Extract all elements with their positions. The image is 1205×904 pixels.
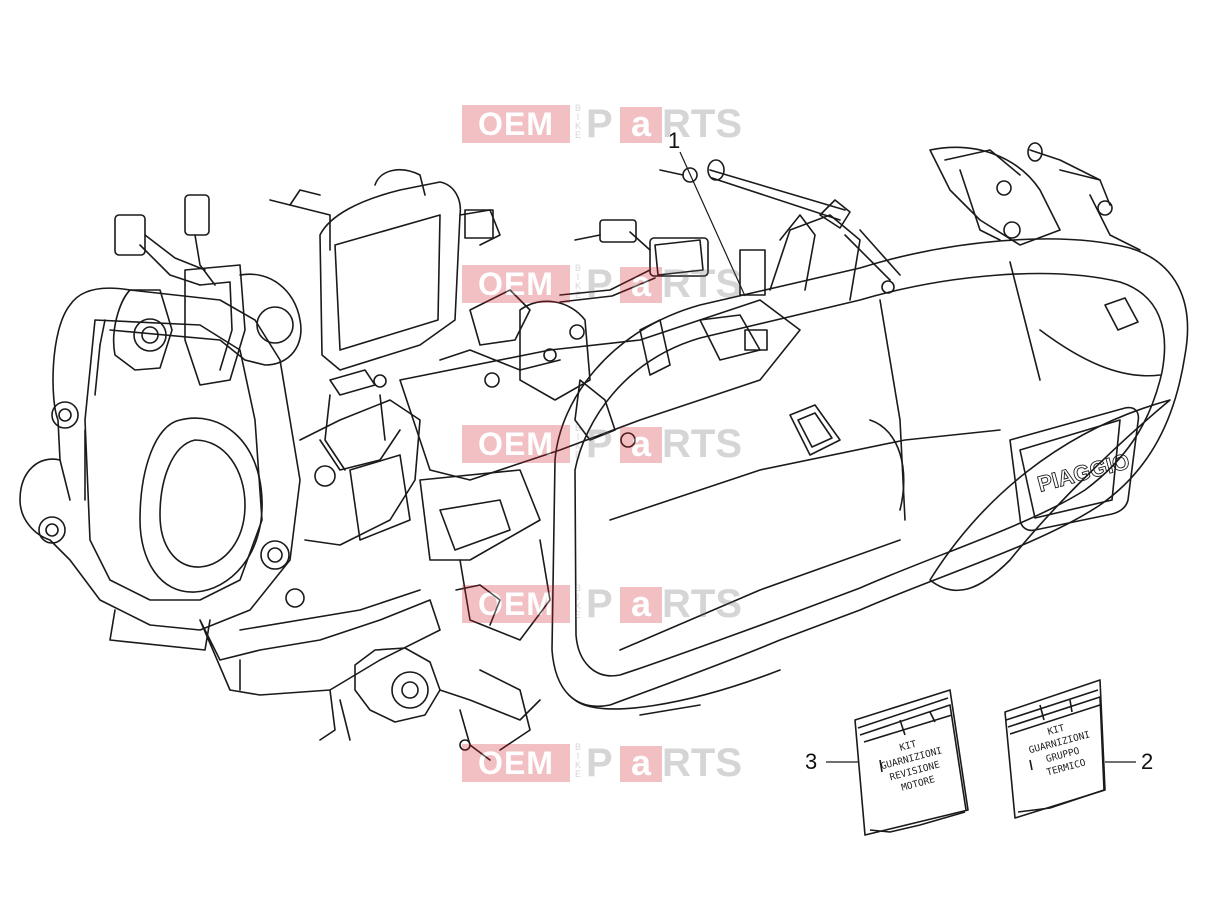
crankcase <box>349 289 801 641</box>
gasket-kit-bag-2 <box>1004 679 1106 819</box>
callout-2[interactable]: 2 <box>1141 749 1154 774</box>
wiring-harness <box>114 194 709 303</box>
kit-label-line: KIT <box>898 739 918 754</box>
air-box <box>269 169 501 371</box>
kit-label-line: KIT <box>1046 723 1066 738</box>
transmission-cover <box>551 238 1189 716</box>
callout-3[interactable]: 3 <box>805 749 818 774</box>
throttle-body <box>99 264 302 386</box>
lower-mount <box>109 369 541 761</box>
gasket-kit-bag-3 <box>854 689 969 836</box>
cylinder-head <box>19 287 336 631</box>
callout-1[interactable]: 1 <box>668 128 681 153</box>
leader-line-1 <box>679 151 746 297</box>
rear-hub-assembly <box>659 142 1141 301</box>
